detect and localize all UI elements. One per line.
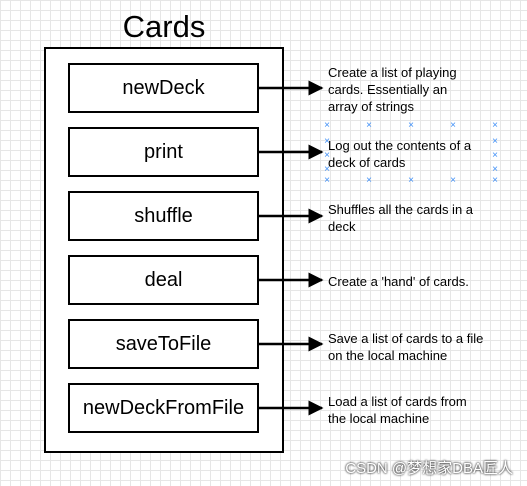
function-box-shuffle[interactable]: shuffle xyxy=(68,191,259,241)
function-box-savetofile[interactable]: saveToFile xyxy=(68,319,259,369)
selection-handle[interactable]: × xyxy=(324,120,330,131)
description-deal: Create a 'hand' of cards. xyxy=(328,274,469,289)
selection-handle[interactable]: × xyxy=(492,120,498,131)
description-shuffle: Shuffles all the cards in a deck xyxy=(328,202,474,234)
selection-handle[interactable]: × xyxy=(366,120,372,131)
selection-handle[interactable]: × xyxy=(450,175,456,186)
selection-handle[interactable]: × xyxy=(492,175,498,186)
description-newdeckfromfile: Load a list of cards from the local mach… xyxy=(328,394,467,426)
selection-handle[interactable]: × xyxy=(450,120,456,131)
selection-handle[interactable]: × xyxy=(324,136,330,147)
selection-handle[interactable]: × xyxy=(408,175,414,186)
selection-handle[interactable]: × xyxy=(492,136,498,147)
function-box-newdeckfromfile[interactable]: newDeckFromFile xyxy=(68,383,259,433)
description-print: Log out the contents of a deck of cards xyxy=(328,138,472,170)
diagram-title: Cards xyxy=(122,9,206,44)
description-newdeck: Create a list of playing cards. Essentia… xyxy=(328,65,457,114)
selection-handle[interactable]: × xyxy=(492,164,498,175)
selection-handle[interactable]: × xyxy=(408,120,414,131)
watermark: CSDN @梦想家DBA匠人 xyxy=(345,460,513,477)
selection-handle[interactable]: × xyxy=(324,175,330,186)
selection-handle[interactable]: × xyxy=(324,150,330,161)
description-savetofile: Save a list of cards to a file on the lo… xyxy=(328,331,484,363)
selection-handle[interactable]: × xyxy=(324,164,330,175)
function-box-deal[interactable]: deal xyxy=(68,255,259,305)
selection-handle[interactable]: × xyxy=(366,175,372,186)
function-box-print[interactable]: print xyxy=(68,127,259,177)
selection-handle[interactable]: × xyxy=(492,150,498,161)
function-box-newdeck[interactable]: newDeck xyxy=(68,63,259,113)
